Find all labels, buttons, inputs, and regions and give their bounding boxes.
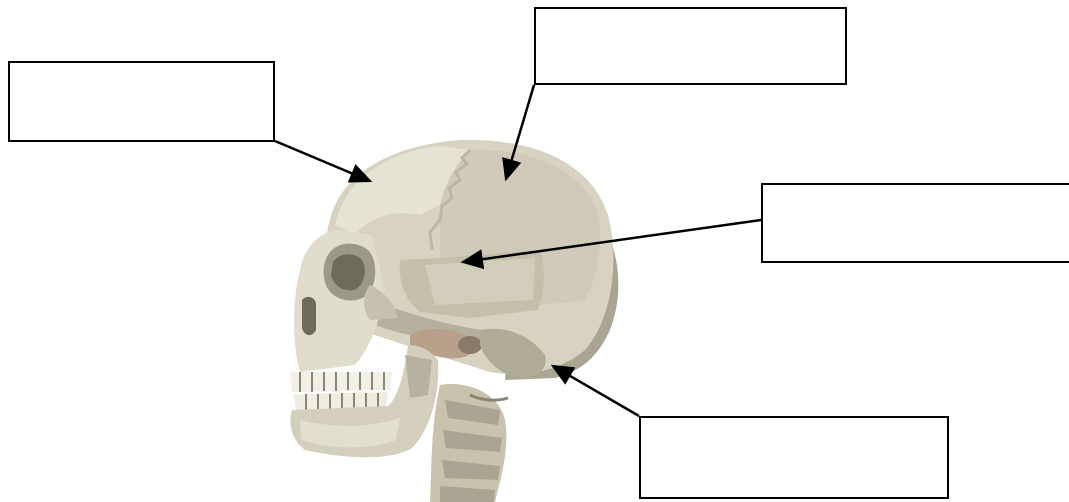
label-box-top-center[interactable] bbox=[534, 7, 847, 85]
nasal-cavity bbox=[302, 297, 316, 335]
cervical-vertebrae bbox=[430, 384, 508, 502]
arrow-bottom-right bbox=[553, 366, 639, 416]
arrow-top-left bbox=[275, 141, 370, 181]
label-box-right-middle[interactable] bbox=[761, 183, 1069, 263]
upper-teeth bbox=[290, 372, 392, 392]
label-box-top-left[interactable] bbox=[8, 61, 275, 142]
label-box-bottom-right[interactable] bbox=[639, 416, 949, 499]
